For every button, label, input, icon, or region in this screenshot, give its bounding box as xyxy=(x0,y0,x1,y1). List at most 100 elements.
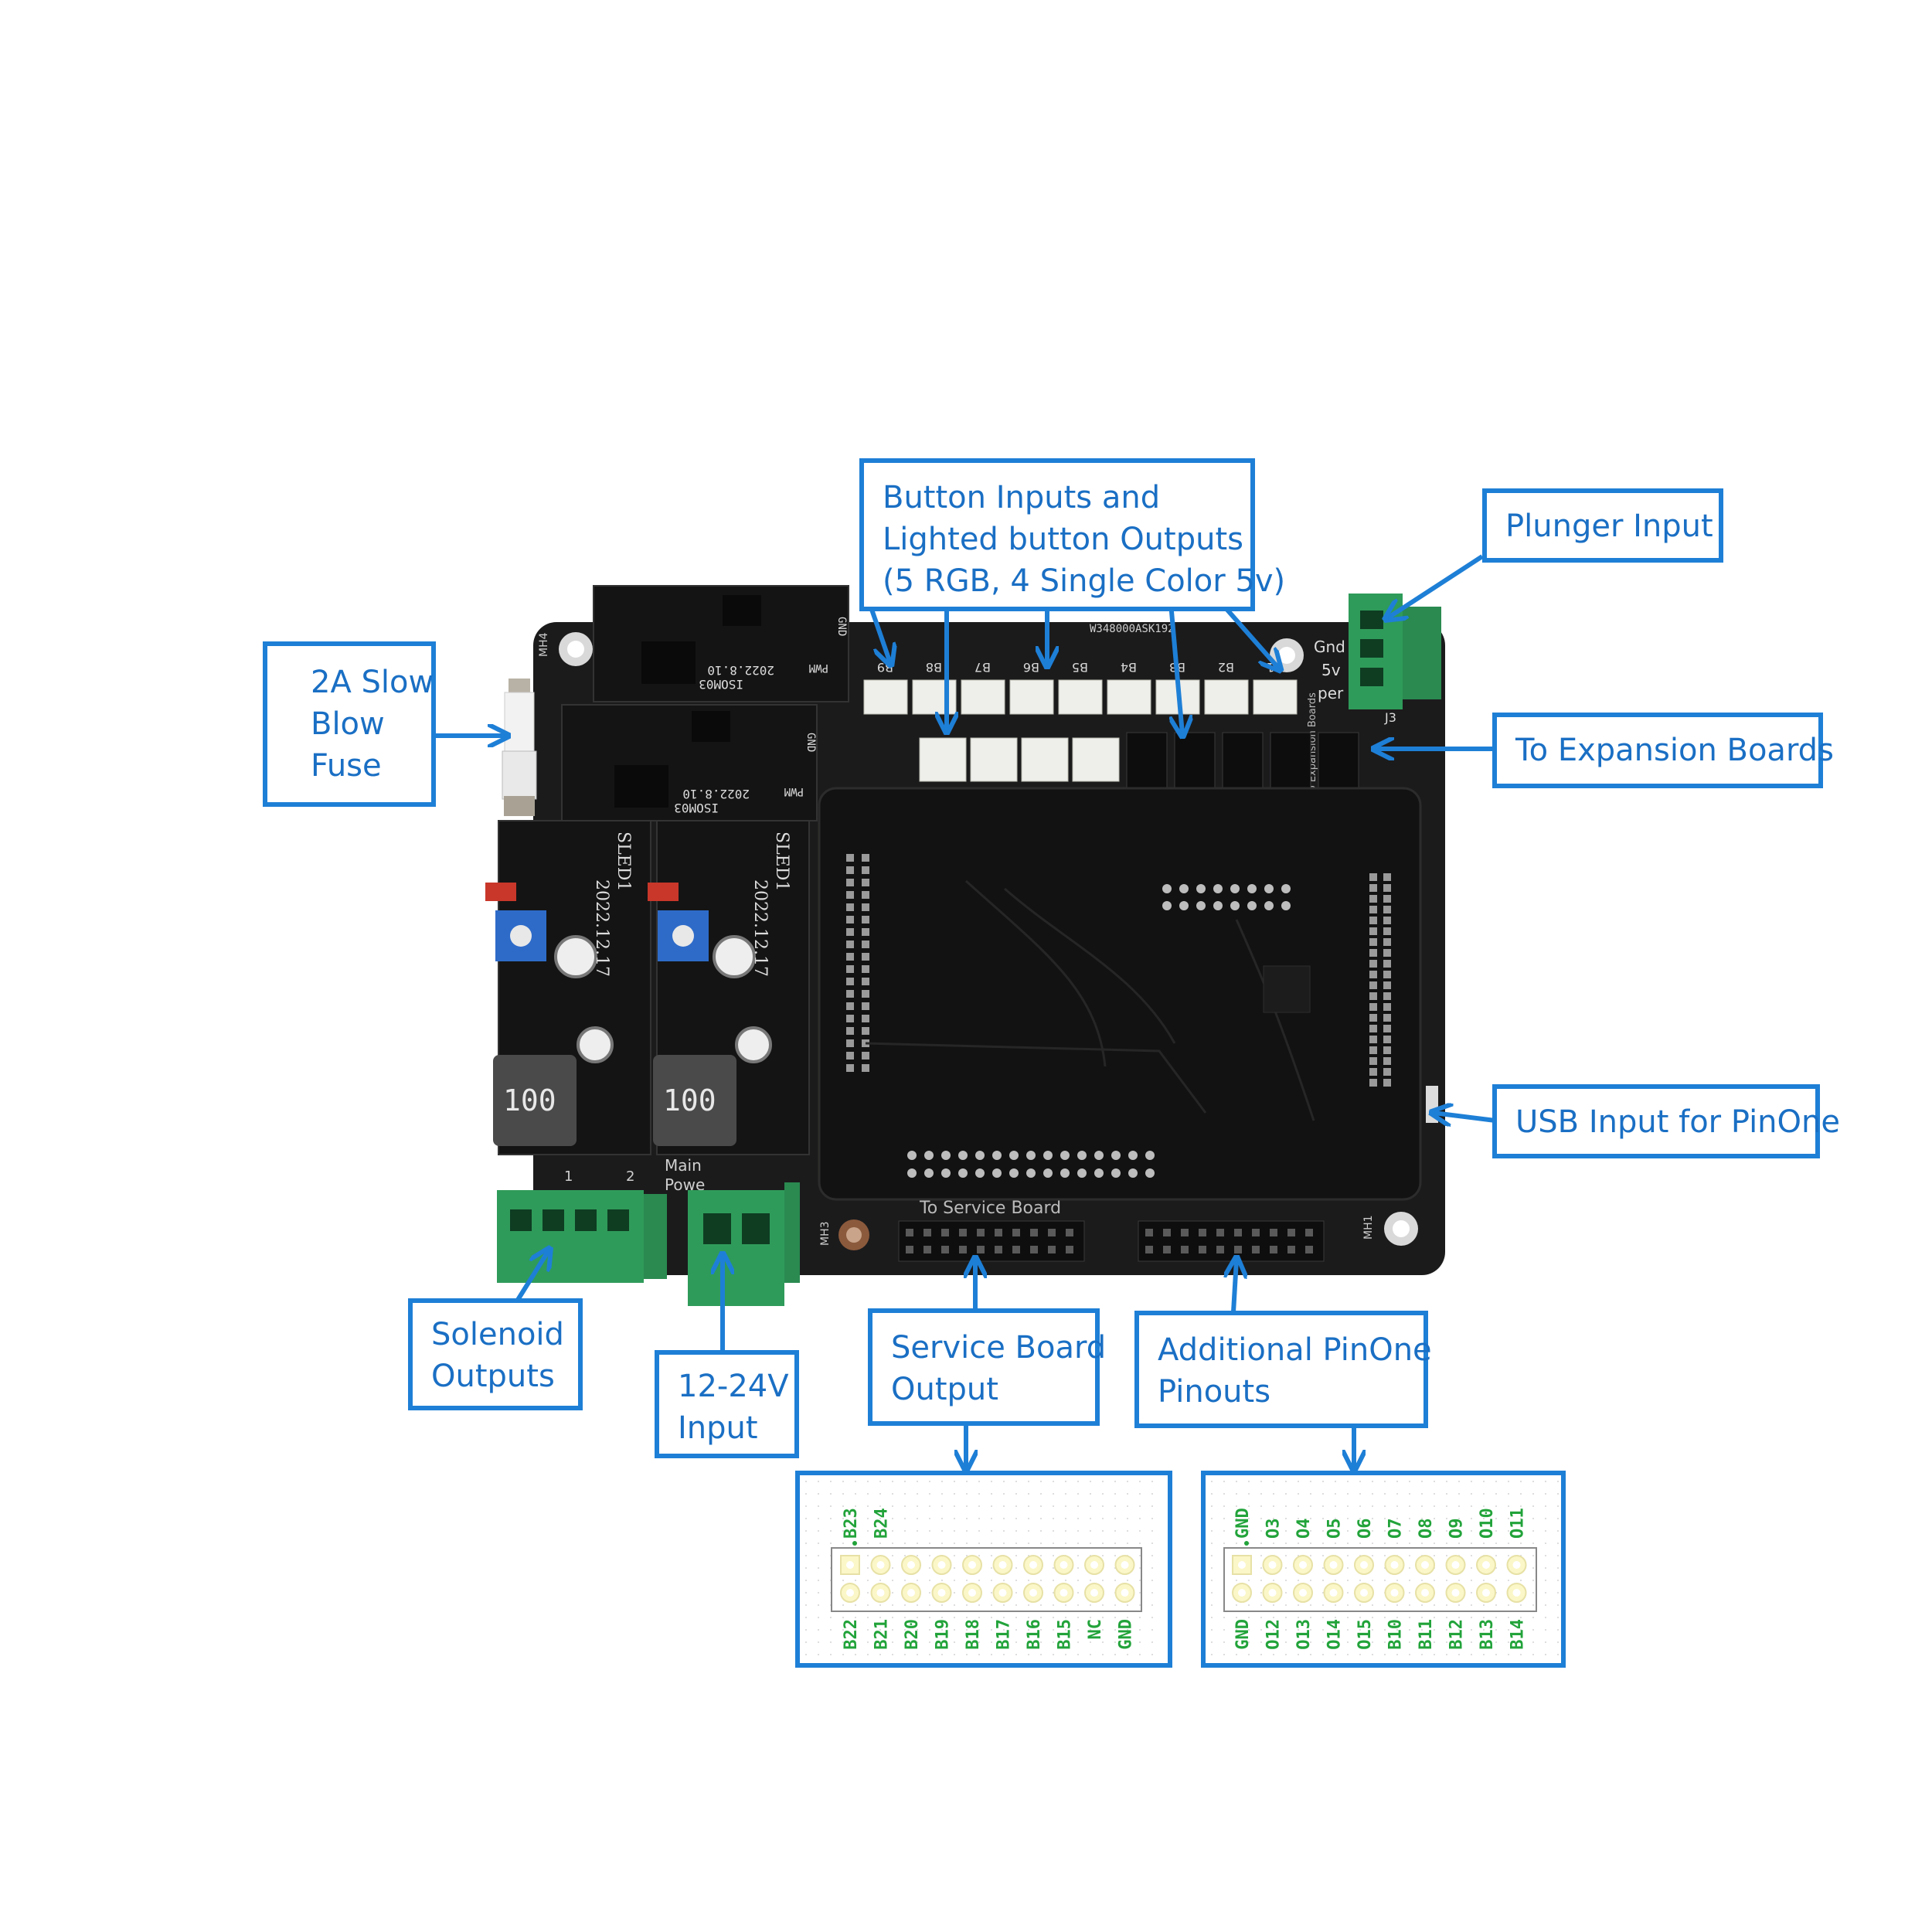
grid-dot xyxy=(1384,1518,1386,1519)
grid-dot xyxy=(1545,1493,1546,1495)
grid-dot xyxy=(1557,1543,1559,1544)
grid-dot xyxy=(1384,1493,1386,1495)
expansion-header xyxy=(1222,732,1264,789)
mosfet-1-name: ISOM03 xyxy=(699,677,743,692)
grid-dot xyxy=(805,1567,807,1569)
grid-dot xyxy=(1028,1518,1029,1519)
grid-dot xyxy=(1139,1543,1141,1544)
pad xyxy=(1094,1168,1104,1178)
header-pin xyxy=(1163,1246,1171,1253)
grid-dot xyxy=(1471,1567,1472,1569)
mosfet-1-date: 2022.8.10 xyxy=(707,663,774,678)
pad xyxy=(846,1052,854,1060)
pin-label-top: O5 xyxy=(1325,1519,1345,1539)
expansion-header xyxy=(1126,732,1168,789)
grid-dot xyxy=(1508,1604,1509,1606)
grid-dot xyxy=(1139,1567,1141,1569)
header-pin xyxy=(906,1246,913,1253)
pad xyxy=(1383,1025,1391,1032)
grid-dot xyxy=(1151,1641,1153,1643)
grid-dot xyxy=(1446,1530,1447,1532)
grid-dot xyxy=(1260,1493,1262,1495)
grid-dot xyxy=(830,1505,832,1507)
grid-dot xyxy=(818,1493,819,1495)
grid-dot xyxy=(904,1654,906,1655)
grid-dot xyxy=(966,1481,968,1482)
mounting-hole-mh4 xyxy=(559,632,593,666)
silk-j3: J3 xyxy=(1384,710,1396,725)
grid-dot xyxy=(1310,1641,1311,1643)
pad xyxy=(1369,1057,1377,1065)
grid-dot xyxy=(1471,1617,1472,1618)
pad xyxy=(1077,1168,1087,1178)
header-pin xyxy=(959,1246,967,1253)
pad-hole xyxy=(1451,1561,1460,1569)
silk-channel-2: 2 xyxy=(626,1168,634,1185)
grid-dot xyxy=(1260,1555,1262,1556)
grid-dot xyxy=(867,1567,869,1569)
grid-dot xyxy=(1508,1654,1509,1655)
mosfet-2-date: 2022.8.10 xyxy=(682,787,750,801)
grid-dot xyxy=(1508,1543,1509,1544)
pad-hole xyxy=(1421,1589,1429,1597)
grid-dot xyxy=(917,1518,918,1519)
grid-dot xyxy=(1384,1617,1386,1618)
grid-dot xyxy=(1065,1505,1066,1507)
pad xyxy=(862,879,869,886)
grid-dot xyxy=(991,1543,992,1544)
grid-dot xyxy=(892,1505,893,1507)
pin-label-bottom: B14 xyxy=(1509,1619,1528,1650)
header-pin xyxy=(995,1229,1002,1236)
grid-dot xyxy=(1446,1580,1447,1581)
grid-dot xyxy=(867,1543,869,1544)
grid-dot xyxy=(1236,1481,1237,1482)
pad xyxy=(1369,949,1377,957)
grid-dot xyxy=(818,1641,819,1643)
grid-dot xyxy=(1458,1505,1460,1507)
grid-dot xyxy=(1545,1505,1546,1507)
grid-dot xyxy=(954,1580,955,1581)
grid-dot xyxy=(1298,1654,1299,1655)
grid-dot xyxy=(1520,1654,1522,1655)
grid-dot xyxy=(1421,1543,1423,1544)
grid-dot xyxy=(1139,1530,1141,1532)
grid-dot xyxy=(867,1518,869,1519)
grid-dot xyxy=(1359,1530,1361,1532)
grid-dot xyxy=(1127,1530,1128,1532)
grid-dot xyxy=(1053,1654,1054,1655)
grid-dot xyxy=(1322,1641,1324,1643)
grid-dot xyxy=(1285,1530,1287,1532)
grid-dot xyxy=(1409,1567,1410,1569)
header-pin xyxy=(1030,1246,1038,1253)
grid-dot xyxy=(1396,1481,1398,1482)
grid-dot xyxy=(1458,1629,1460,1631)
pad-hole xyxy=(937,1589,946,1597)
callout-solenoid: Solenoid Outputs xyxy=(408,1298,583,1410)
callout-usb: USB Input for PinOne xyxy=(1492,1084,1840,1158)
grid-dot xyxy=(1003,1518,1005,1519)
pad xyxy=(1383,1003,1391,1011)
grid-dot xyxy=(830,1518,832,1519)
pad-hole xyxy=(1090,1561,1098,1569)
grid-dot xyxy=(855,1641,856,1643)
arrow-usb xyxy=(1434,1113,1496,1121)
pad xyxy=(1196,901,1206,910)
callout-power-line-2: Input xyxy=(678,1410,758,1446)
grid-dot xyxy=(1015,1567,1017,1569)
power-terminal-block xyxy=(688,1182,800,1306)
pad-hole xyxy=(968,1561,976,1569)
grid-dot xyxy=(1446,1543,1447,1544)
grid-dot xyxy=(1372,1530,1373,1532)
grid-dot xyxy=(1434,1604,1435,1606)
grid-dot xyxy=(1557,1580,1559,1581)
pad xyxy=(862,1064,869,1072)
grid-dot xyxy=(1273,1617,1274,1618)
grid-dot xyxy=(1372,1493,1373,1495)
grid-dot xyxy=(1211,1629,1213,1631)
pin-label-bottom: B12 xyxy=(1447,1619,1467,1650)
grid-dot xyxy=(1090,1530,1091,1532)
grid-dot xyxy=(1114,1654,1116,1655)
grid-dot xyxy=(1127,1481,1128,1482)
grid-dot xyxy=(929,1481,930,1482)
pad xyxy=(862,1027,869,1035)
